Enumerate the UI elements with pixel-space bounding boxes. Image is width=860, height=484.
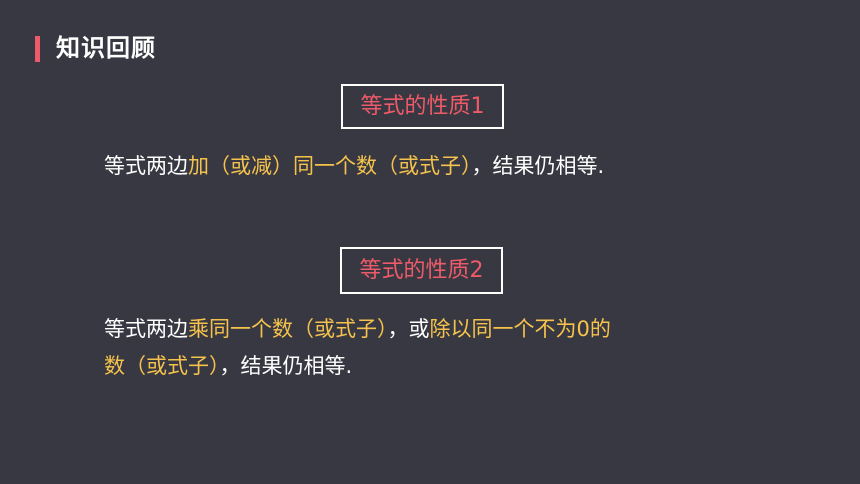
property1-text-plain-end: ，结果仍相等. [471, 154, 605, 178]
property1-text-plain: 等式两边 [104, 154, 188, 178]
property2-line1-highlight-multiply: 乘同一个数（或式子） [188, 317, 388, 341]
property2-line2-plain: ，结果仍相等. [219, 354, 353, 378]
property2-text-line1: 等式两边乘同一个数（或式子），或除以同一个不为0的 [104, 308, 611, 350]
property1-text-highlight: 加（或减）同一个数（或式子） [188, 154, 472, 178]
property2-line2-highlight: 数（或式子） [104, 354, 220, 378]
property1-text: 等式两边加（或减）同一个数（或式子），结果仍相等. [104, 145, 604, 187]
property2-line1-highlight-divide: 除以同一个不为0的 [429, 317, 611, 341]
property2-text-line2: 数（或式子），结果仍相等. [104, 345, 352, 387]
property1-title-box: 等式的性质1 [341, 84, 504, 129]
property2-title-box: 等式的性质2 [340, 247, 503, 294]
property2-line1-plain-or: ，或 [387, 317, 430, 341]
header-accent-bar [35, 36, 40, 62]
property2-line1-plain: 等式两边 [104, 317, 188, 341]
page-title: 知识回顾 [56, 34, 156, 62]
